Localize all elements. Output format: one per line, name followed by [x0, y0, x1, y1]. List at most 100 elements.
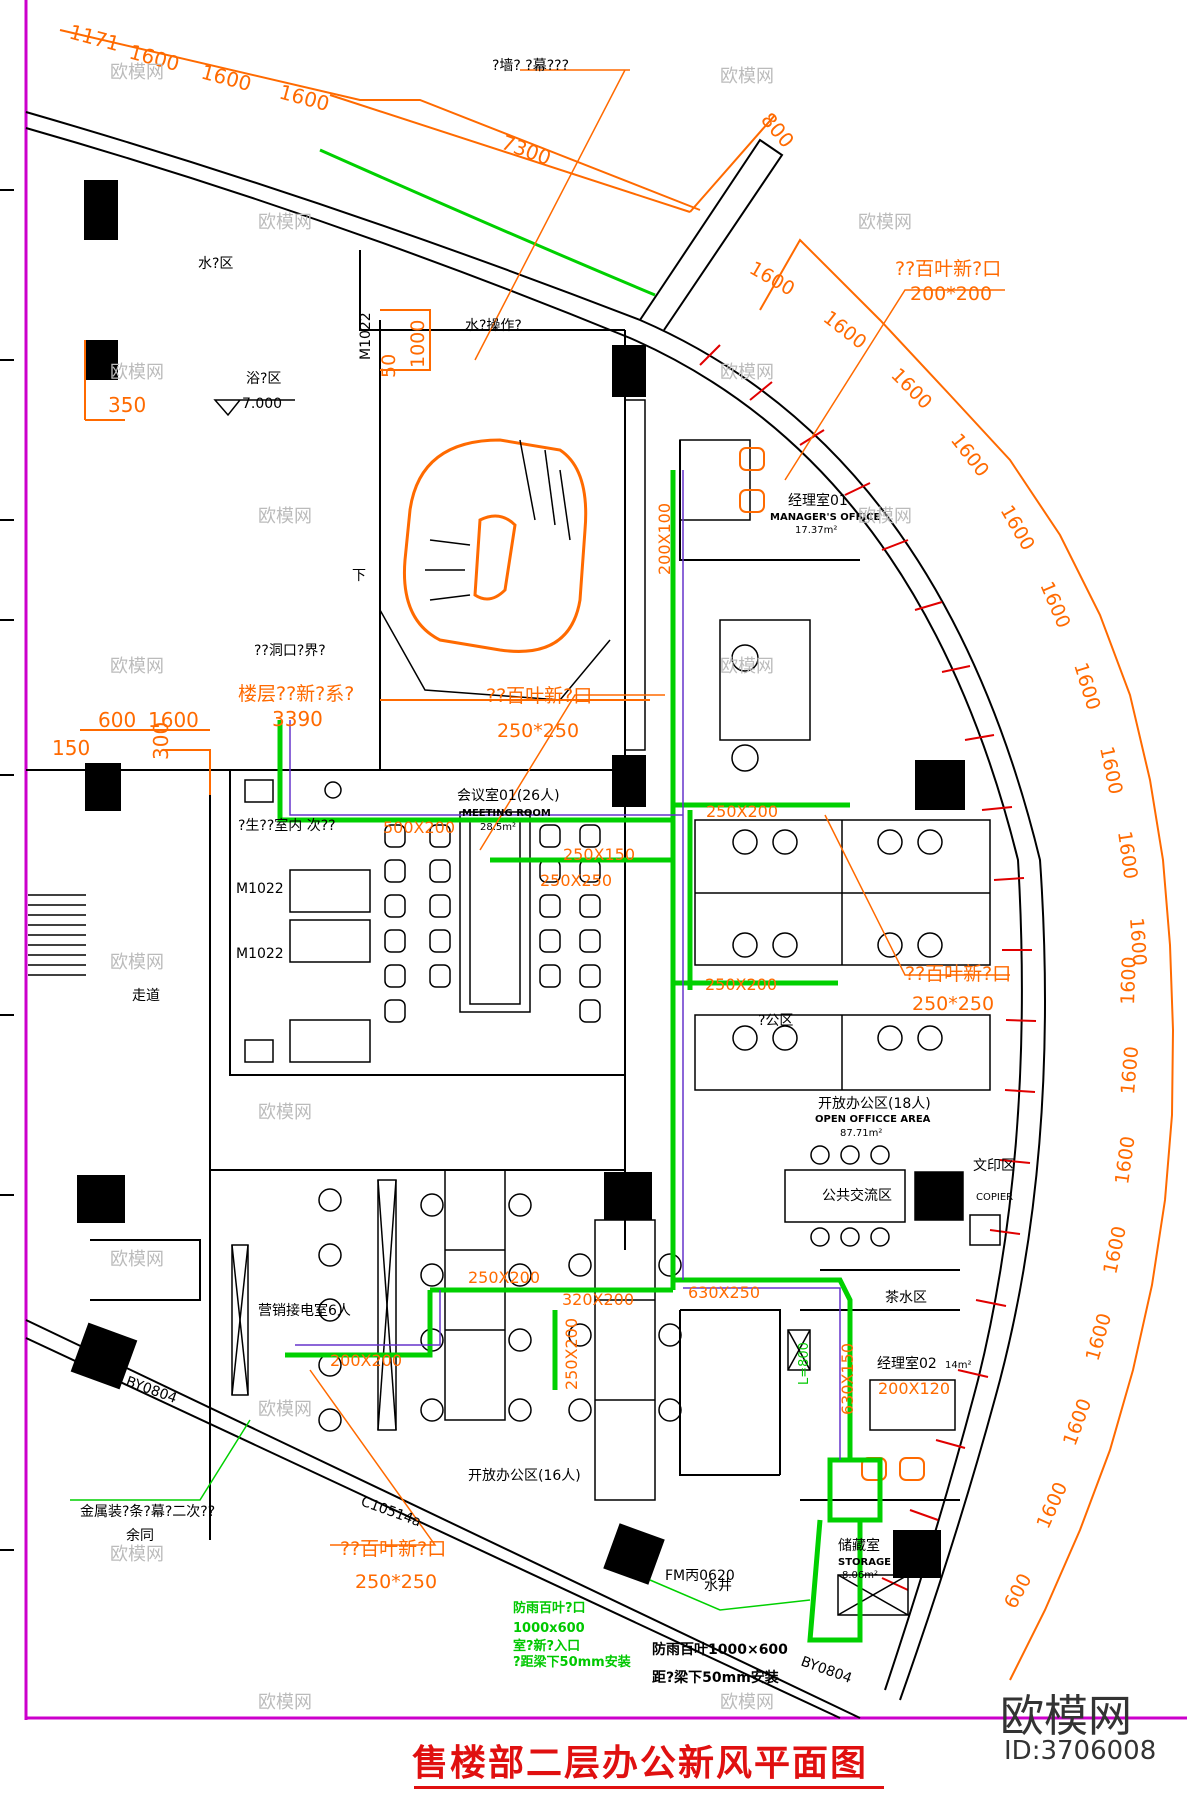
arc-dim-4: 1600 — [946, 430, 993, 482]
duct-320x200: 320X200 — [562, 1290, 634, 1309]
room-water-area: 水?区 — [198, 256, 233, 272]
duct-250x200-a: 250X200 — [706, 802, 778, 821]
title-underline — [414, 1786, 884, 1789]
duct-500x200: 500X200 — [383, 818, 455, 837]
room-storage-en: STORAGE — [838, 1557, 891, 1568]
note-louver-200: ??百叶新?口 — [895, 258, 1001, 280]
dim-7300: 7300 — [498, 130, 554, 170]
green-leaders — [70, 1419, 811, 1611]
room-print-area: 文印区 — [973, 1158, 1015, 1174]
door-fm0620: FM丙0620 — [665, 1568, 735, 1584]
arc-dim-8: 1600 — [1095, 744, 1127, 796]
room-manager-1-en: MANAGER'S OFFICE — [770, 512, 881, 523]
column — [612, 345, 646, 397]
faint-watermark: 欧模网 — [720, 1692, 774, 1713]
column — [612, 755, 646, 807]
dim-1600-left: 1600 — [148, 708, 199, 732]
room-manager-1: 经理室01 — [788, 492, 848, 509]
arc-dim-1: 1600 — [746, 257, 799, 300]
left-stair-treads — [28, 894, 86, 976]
room-office-sign: ?公区 — [758, 1013, 793, 1029]
note-slab-system: 楼层??新?系? — [238, 683, 354, 705]
brand-watermark: 欧模网 — [1000, 1691, 1132, 1742]
room-manager-2-area: 14m² — [945, 1360, 971, 1371]
arc-dim-5: 1600 — [996, 502, 1039, 555]
note-metal-strip: 金属装?条?幕?二次?? — [80, 1503, 215, 1520]
arc-dim-9: 1600 — [1113, 830, 1142, 881]
copier-label: COPIER — [976, 1192, 1013, 1203]
dim-1000: 1000 — [407, 320, 429, 368]
duct-centerlines — [289, 470, 841, 1460]
window-c10514a: C10514a — [359, 1494, 424, 1531]
note-louver-250-a-size: 250*250 — [497, 720, 579, 742]
room-open-16: 开放办公区(16人) — [468, 1468, 581, 1484]
room-bath-area: 浴?区 — [246, 371, 281, 387]
door-m1022-b: M1022 — [236, 881, 284, 897]
arc-dim-7: 1600 — [1069, 660, 1104, 713]
dim-350: 350 — [108, 393, 146, 417]
note-rain-louver-1: 防雨百叶?口 — [513, 1600, 586, 1616]
arc-dim-16: 1600 — [1059, 1396, 1096, 1449]
room-manager-1-area: 17.37m² — [795, 525, 837, 536]
arc-dim-6: 1600 — [1035, 578, 1074, 631]
arc-dim-2: 1600 — [819, 307, 871, 354]
dim-50: 50 — [378, 354, 400, 378]
faint-watermark: 欧模网 — [720, 66, 774, 87]
dim-1600-b: 1600 — [199, 60, 254, 96]
room-toilet: ?生??室内 次?? — [238, 817, 336, 834]
toilets — [244, 779, 371, 1063]
interior-walls — [26, 250, 960, 1540]
fresh-air-ducts — [277, 148, 883, 1643]
column — [893, 1530, 941, 1578]
room-open-office-area: 87.71m² — [840, 1128, 882, 1139]
drawing-title: 售楼部二层办公新风平面图 — [412, 1743, 869, 1784]
dim-800: 800 — [756, 108, 799, 153]
room-corridor: 走道 — [132, 988, 160, 1004]
note-louver-250-b-size: 250*250 — [912, 993, 994, 1015]
dim-600: 600 — [98, 708, 136, 732]
faint-watermark: 欧模网 — [258, 506, 312, 527]
note-rain-louver-2: 防雨百叶1000×600 — [652, 1641, 788, 1658]
manager-chairs — [739, 447, 925, 1481]
door-m1022-a: M1022 — [358, 312, 374, 360]
column — [84, 180, 118, 240]
staircase — [379, 400, 611, 770]
note-slab-hole: ??洞口?界? — [254, 643, 326, 659]
room-open-office: 开放办公区(18人) — [818, 1096, 931, 1112]
note-curtain-wall: ?墙? ?幕??? — [492, 58, 569, 74]
dim-1171: 1171 — [67, 20, 122, 56]
column — [70, 1322, 138, 1390]
room-well: 水井 — [704, 1578, 732, 1594]
faint-watermark: 欧模网 — [258, 1102, 312, 1123]
note-louver-250-c: ??百叶新?口 — [340, 1538, 446, 1560]
room-public-exchange: 公共交流区 — [822, 1187, 892, 1204]
faint-watermark: 欧模网 — [258, 212, 312, 233]
faint-watermark: 欧模网 — [720, 362, 774, 383]
outer-walls — [25, 111, 1046, 1719]
room-storage: 储藏室 — [838, 1537, 880, 1554]
note-louver-200-size: 200*200 — [910, 283, 992, 305]
faint-watermark: 欧模网 — [258, 1692, 312, 1713]
room-sales: 营销接电室6人 — [258, 1302, 351, 1319]
dim-300: 300 — [149, 722, 173, 760]
column — [915, 760, 965, 810]
office-chairs — [318, 644, 943, 1432]
margin-note: 余同 — [126, 1527, 154, 1544]
note-rain-louver-2-b: 距?梁下50mm安装 — [652, 1669, 780, 1686]
faint-watermark: 欧模网 — [720, 656, 774, 677]
meeting-chairs — [384, 824, 601, 1023]
dim-150: 150 — [52, 736, 90, 760]
arc-dim-10: 1600 — [1125, 917, 1150, 967]
duct-200x200: 200X200 — [330, 1351, 402, 1370]
duct-250x200-d: 250X200 — [562, 1318, 581, 1390]
hatched-shafts — [231, 399, 909, 1616]
door-m1022-c: M1022 — [236, 946, 284, 962]
brand-id: ID:3706008 — [1004, 1736, 1157, 1766]
duct-630x250: 630X250 — [688, 1283, 760, 1302]
column — [85, 763, 121, 811]
arc-dim-12: 1600 — [1117, 1045, 1143, 1095]
column — [77, 1175, 125, 1223]
duct-630x150: 630X150 — [838, 1343, 857, 1415]
duct-250x200-c: 250X200 — [468, 1268, 540, 1287]
room-manager-2: 经理室02 — [877, 1355, 937, 1372]
